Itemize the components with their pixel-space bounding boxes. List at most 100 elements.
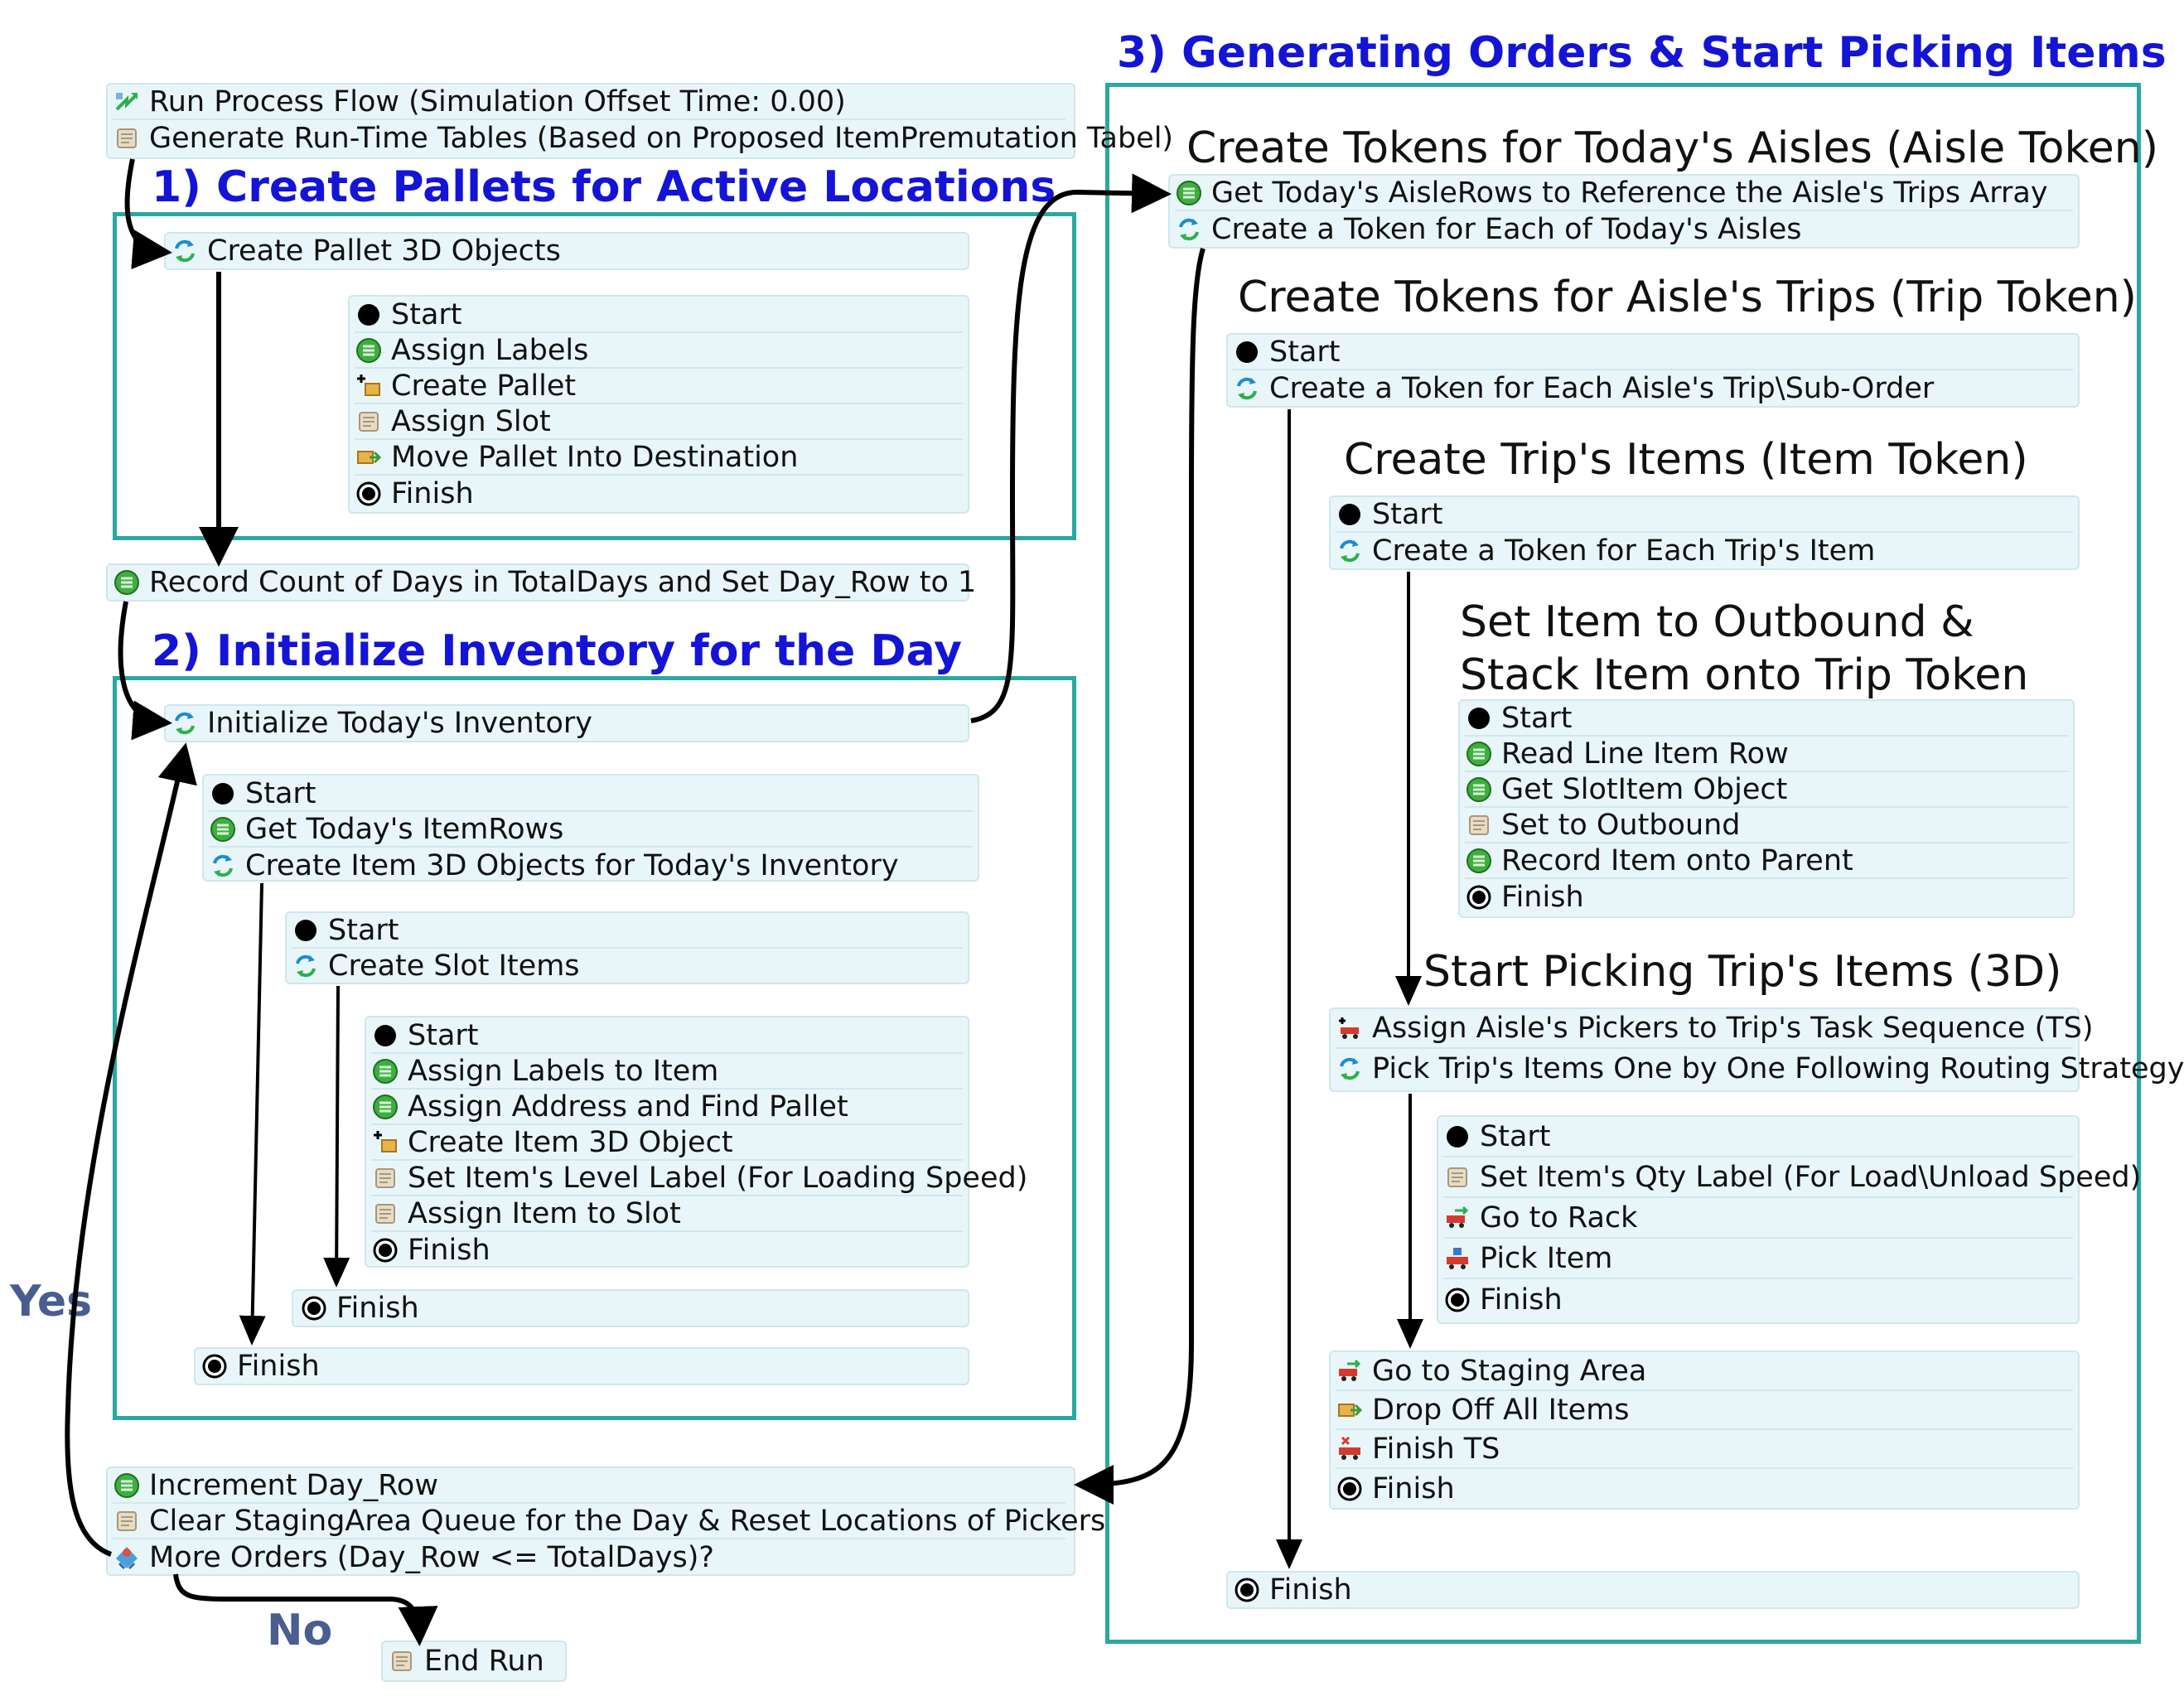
outbound-row-finish[interactable]: Finish — [1465, 879, 2068, 915]
start-icon — [1465, 704, 1493, 732]
inventory-l3-label: Finish — [408, 1233, 490, 1267]
run-subflow-icon — [209, 852, 237, 880]
trip-row-start[interactable]: Start — [1233, 335, 2073, 370]
pick-sub-row-go-to-rack[interactable]: Go to Rack — [1443, 1198, 2073, 1239]
start-icon — [1336, 500, 1364, 529]
pick-sub-row-pick-item[interactable]: Pick Item — [1443, 1239, 2073, 1279]
end-run[interactable]: End Run — [388, 1644, 562, 1679]
inventory-l2-finish-label: Finish — [336, 1292, 419, 1325]
pick-sub-row-label: Go to Rack — [1480, 1201, 1638, 1235]
inventory-l3-label: Assign Address and Find Pallet — [408, 1090, 848, 1123]
picking-row-pick-trip-s-items-one-by-one-following-routing-strategy[interactable]: Pick Trip's Items One by One Following R… — [1336, 1049, 2184, 1089]
final-finish[interactable]: Finish — [1233, 1573, 2061, 1607]
pallet-step-assign-labels[interactable]: Assign Labels — [355, 333, 963, 369]
inventory-l2-label: Start — [328, 914, 399, 947]
assign-labels-icon — [1465, 740, 1493, 768]
aisle-row-create-a-token-for-each-of-today-s-aisles[interactable]: Create a Token for Each of Today's Aisle… — [1175, 211, 2073, 247]
picking-row-label: Assign Aisle's Pickers to Trip's Task Se… — [1372, 1012, 2094, 1045]
pick-sub-row-label: Set Item's Qty Label (For Load\Unload Sp… — [1480, 1160, 2142, 1194]
bottom-row-increment-day-row[interactable]: Increment Day_Row — [113, 1468, 1065, 1504]
inventory-l1-finish[interactable]: Finish — [201, 1349, 963, 1384]
pallet-step-create-pallet[interactable]: Create Pallet — [355, 369, 963, 404]
top-row-generate-run-time-tables-based-on-proposed-itempremutation-tabel[interactable]: Generate Run-Time Tables (Based on Propo… — [113, 120, 1173, 156]
pick-sub-row-set-item-s-qty-label-for-load-unload-speed[interactable]: Set Item's Qty Label (For Load\Unload Sp… — [1443, 1157, 2141, 1198]
pick-sub-row-label: Start — [1480, 1119, 1551, 1153]
run-subflow-icon — [1175, 215, 1203, 244]
run-subflow-icon — [171, 709, 199, 737]
inventory-l2-finish[interactable]: Finish — [300, 1291, 954, 1326]
inventory-l2-start[interactable]: Start — [292, 914, 963, 949]
inventory-l1-start[interactable]: Start — [209, 776, 973, 812]
picking-panel — [1329, 1007, 2080, 1092]
inventory-l2-create-slot-items[interactable]: Create Slot Items — [292, 949, 963, 983]
inventory-l3-panel — [365, 1016, 969, 1268]
finish-icon — [355, 480, 383, 508]
inventory-l3-finish[interactable]: Finish — [371, 1232, 963, 1268]
create-pallet-objects[interactable]: Create Pallet 3D Objects — [171, 234, 962, 268]
inventory-l1-finish-panel — [194, 1347, 969, 1385]
after-pick-row-go-to-staging-area[interactable]: Go to Staging Area — [1336, 1352, 2073, 1391]
inventory-l3-assign-address-and-find-pallet[interactable]: Assign Address and Find Pallet — [371, 1090, 963, 1125]
section-2-title: 2) Initialize Inventory for the Day — [152, 626, 962, 676]
after-pick-row-finish[interactable]: Finish — [1336, 1469, 2073, 1508]
init-inventory-label: Initialize Today's Inventory — [207, 707, 592, 740]
section-1-title: 1) Create Pallets for Active Locations — [152, 162, 1056, 212]
bottom-row-clear-stagingarea-queue-for-the-day-reset-locations-of-pickers[interactable]: Clear StagingArea Queue for the Day & Re… — [113, 1504, 1105, 1539]
outbound-row-label: Get SlotItem Object — [1501, 772, 1788, 806]
inventory-l1-create-item-3d-objects-for-today-s-inventory[interactable]: Create Item 3D Objects for Today's Inven… — [209, 848, 973, 883]
pallet-step-label: Move Pallet Into Destination — [391, 440, 799, 474]
aisle-row-get-today-s-aislerows-to-reference-the-aisle-s-trips-array[interactable]: Get Today's AisleRows to Reference the A… — [1175, 176, 2073, 211]
inventory-l3-create-item-3d-object[interactable]: Create Item 3D Object — [371, 1125, 963, 1161]
outbound-title-line1: Set Item to Outbound & — [1460, 597, 1974, 647]
outbound-title-line2: Stack Item onto Trip Token — [1460, 650, 2029, 700]
inventory-l3-assign-labels-to-item[interactable]: Assign Labels to Item — [371, 1054, 963, 1090]
record-days-activity[interactable]: Record Count of Days in TotalDays and Se… — [113, 565, 976, 600]
run-subflow-icon — [1233, 374, 1261, 403]
pallet-step-finish[interactable]: Finish — [355, 476, 963, 511]
after-pick-row-finish-ts[interactable]: Finish TS — [1336, 1430, 2073, 1469]
outbound-row-record-item-onto-parent[interactable]: Record Item onto Parent — [1465, 843, 2068, 879]
picking-title: Start Picking Trip's Items (3D) — [1423, 947, 2062, 997]
inventory-l3-start[interactable]: Start — [371, 1018, 963, 1054]
record-days-label: Record Count of Days in TotalDays and Se… — [149, 566, 977, 599]
finish-icon — [1336, 1475, 1364, 1503]
outbound-row-set-to-outbound[interactable]: Set to Outbound — [1465, 808, 2068, 843]
trip-row-create-a-token-for-each-aisle-s-trip-sub-order[interactable]: Create a Token for Each Aisle's Trip\Sub… — [1233, 370, 2073, 406]
outbound-row-read-line-item-row[interactable]: Read Line Item Row — [1465, 737, 2068, 772]
inventory-l3-set-item-s-level-label-for-loading-speed[interactable]: Set Item's Level Label (For Loading Spee… — [371, 1161, 1027, 1196]
picking-row-assign-aisle-s-pickers-to-trip-s-task-sequence-ts[interactable]: Assign Aisle's Pickers to Trip's Task Se… — [1336, 1009, 2094, 1049]
aisle-panel — [1168, 174, 2080, 249]
assign-labels-icon — [209, 815, 237, 843]
bottom-row-label: Clear StagingArea Queue for the Day & Re… — [149, 1504, 1106, 1538]
outbound-row-get-slotitem-object[interactable]: Get SlotItem Object — [1465, 772, 2068, 808]
top-block — [106, 83, 1075, 159]
trip-token-title: Create Tokens for Aisle's Trips (Trip To… — [1238, 273, 2137, 322]
pick-sub-row-start[interactable]: Start — [1443, 1117, 2073, 1157]
item-row-start[interactable]: Start — [1336, 497, 2073, 533]
inventory-l3-assign-item-to-slot[interactable]: Assign Item to Slot — [371, 1196, 963, 1232]
bottom-row-more-orders-day-row-totaldays[interactable]: More Orders (Day_Row <= TotalDays)? — [113, 1539, 1065, 1575]
inventory-l1-get-today-s-itemrows[interactable]: Get Today's ItemRows — [209, 812, 973, 848]
outbound-row-label: Finish — [1501, 880, 1584, 914]
inventory-l3-label: Start — [408, 1018, 479, 1052]
pallet-step-move-pallet-into-destination[interactable]: Move Pallet Into Destination — [355, 440, 963, 476]
after-pick-row-label: Go to Staging Area — [1372, 1354, 1647, 1388]
item-row-create-a-token-for-each-trip-s-item[interactable]: Create a Token for Each Trip's Item — [1336, 533, 2073, 568]
inventory-l1-label: Create Item 3D Objects for Today's Inven… — [245, 848, 899, 882]
top-row-run-process-flow-simulation-offset-time-0-00[interactable]: Run Process Flow (Simulation Offset Time… — [113, 85, 1065, 120]
travel-icon — [1443, 1204, 1471, 1232]
pallet-step-assign-slot[interactable]: Assign Slot — [355, 404, 963, 440]
pick-sub-row-finish[interactable]: Finish — [1443, 1279, 2073, 1320]
assign-labels-icon — [1465, 847, 1493, 875]
outbound-row-start[interactable]: Start — [1465, 701, 2068, 737]
pallet-step-start[interactable]: Start — [355, 297, 963, 333]
script-icon — [1443, 1163, 1471, 1191]
after-pick-row-drop-off-all-items[interactable]: Drop Off All Items — [1336, 1391, 2073, 1430]
init-inventory[interactable]: Initialize Today's Inventory — [171, 706, 962, 741]
run-icon — [113, 88, 141, 116]
decide-icon — [113, 1544, 141, 1572]
assign-labels-icon — [1175, 179, 1203, 207]
final-finish-panel — [1226, 1571, 2080, 1609]
pick-sub-row-label: Finish — [1480, 1283, 1563, 1317]
finish-ts-icon — [1336, 1435, 1364, 1463]
